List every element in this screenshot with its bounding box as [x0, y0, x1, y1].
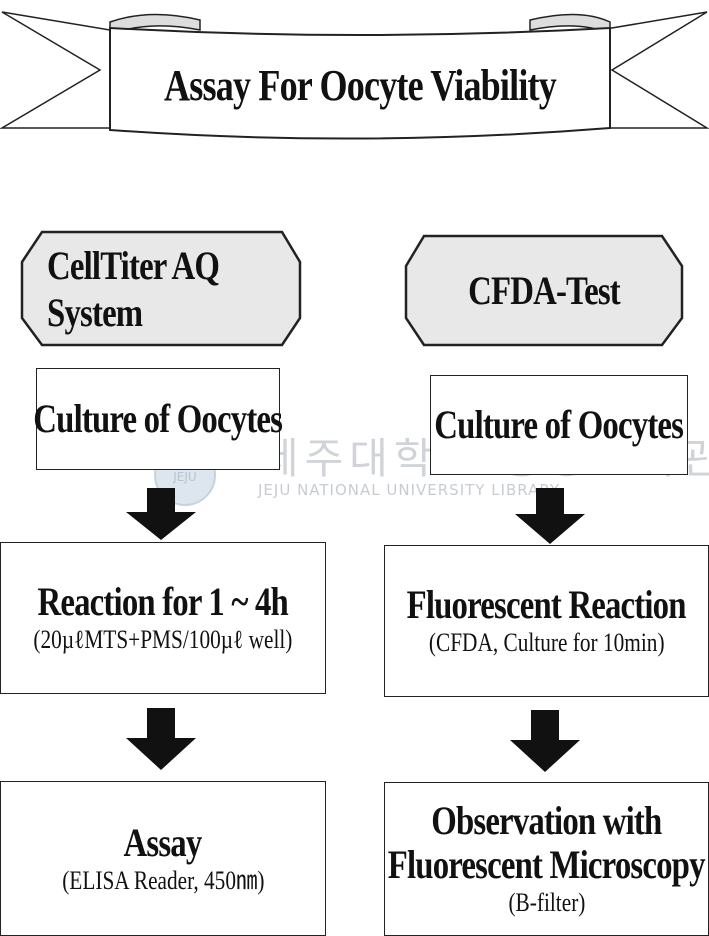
right-step2-title: Fluorescent Reaction: [406, 582, 687, 628]
right-step3-title: Observation with: [431, 798, 662, 844]
right-step2-subtitle: (CFDA, Culture for 10min): [428, 628, 665, 658]
right-arrow-2-icon: [510, 710, 580, 772]
left-step2-title: Reaction for 1 ~ 4h: [37, 579, 289, 625]
right-arrow-1-icon: [515, 488, 585, 544]
banner-left-tail: [0, 11, 111, 129]
left-step3-subtitle: (ELISA Reader, 450㎚): [61, 865, 265, 895]
right-header-shape: [404, 234, 684, 347]
right-step1-title: Culture of Oocytes: [434, 402, 685, 447]
left-step3-box: Assay (ELISA Reader, 450㎚): [0, 781, 326, 936]
banner-right-tail: [599, 11, 709, 129]
left-arrow-2-icon: [126, 708, 196, 770]
right-step3-box: Observation with Fluorescent Microscopy …: [384, 782, 709, 936]
left-header-shape: [20, 230, 302, 347]
left-arrow-1-icon: [126, 488, 196, 540]
banner-body: [109, 26, 611, 140]
left-step2-subtitle: (20µℓMTS+PMS/100µℓ well): [33, 625, 293, 655]
right-step2-box: Fluorescent Reaction (CFDA, Culture for …: [384, 545, 709, 697]
right-step3-subtitle: (B-filter): [508, 888, 585, 918]
left-step1-title: Culture of Oocytes: [33, 396, 284, 441]
left-step2-box: Reaction for 1 ~ 4h (20µℓMTS+PMS/100µℓ w…: [0, 542, 326, 694]
left-step1-box: Culture of Oocytes: [33, 368, 284, 470]
diagram-title: Assay For Oocyte Viability: [164, 60, 557, 110]
right-step1-box: Culture of Oocytes: [430, 375, 688, 475]
left-step3-title: Assay: [124, 819, 203, 865]
left-header-label: CellTiter AQ System: [47, 242, 220, 335]
right-header-label: CFDA-Test: [468, 268, 621, 313]
right-step3-title2: Fluorescent Microscopy: [388, 842, 706, 888]
